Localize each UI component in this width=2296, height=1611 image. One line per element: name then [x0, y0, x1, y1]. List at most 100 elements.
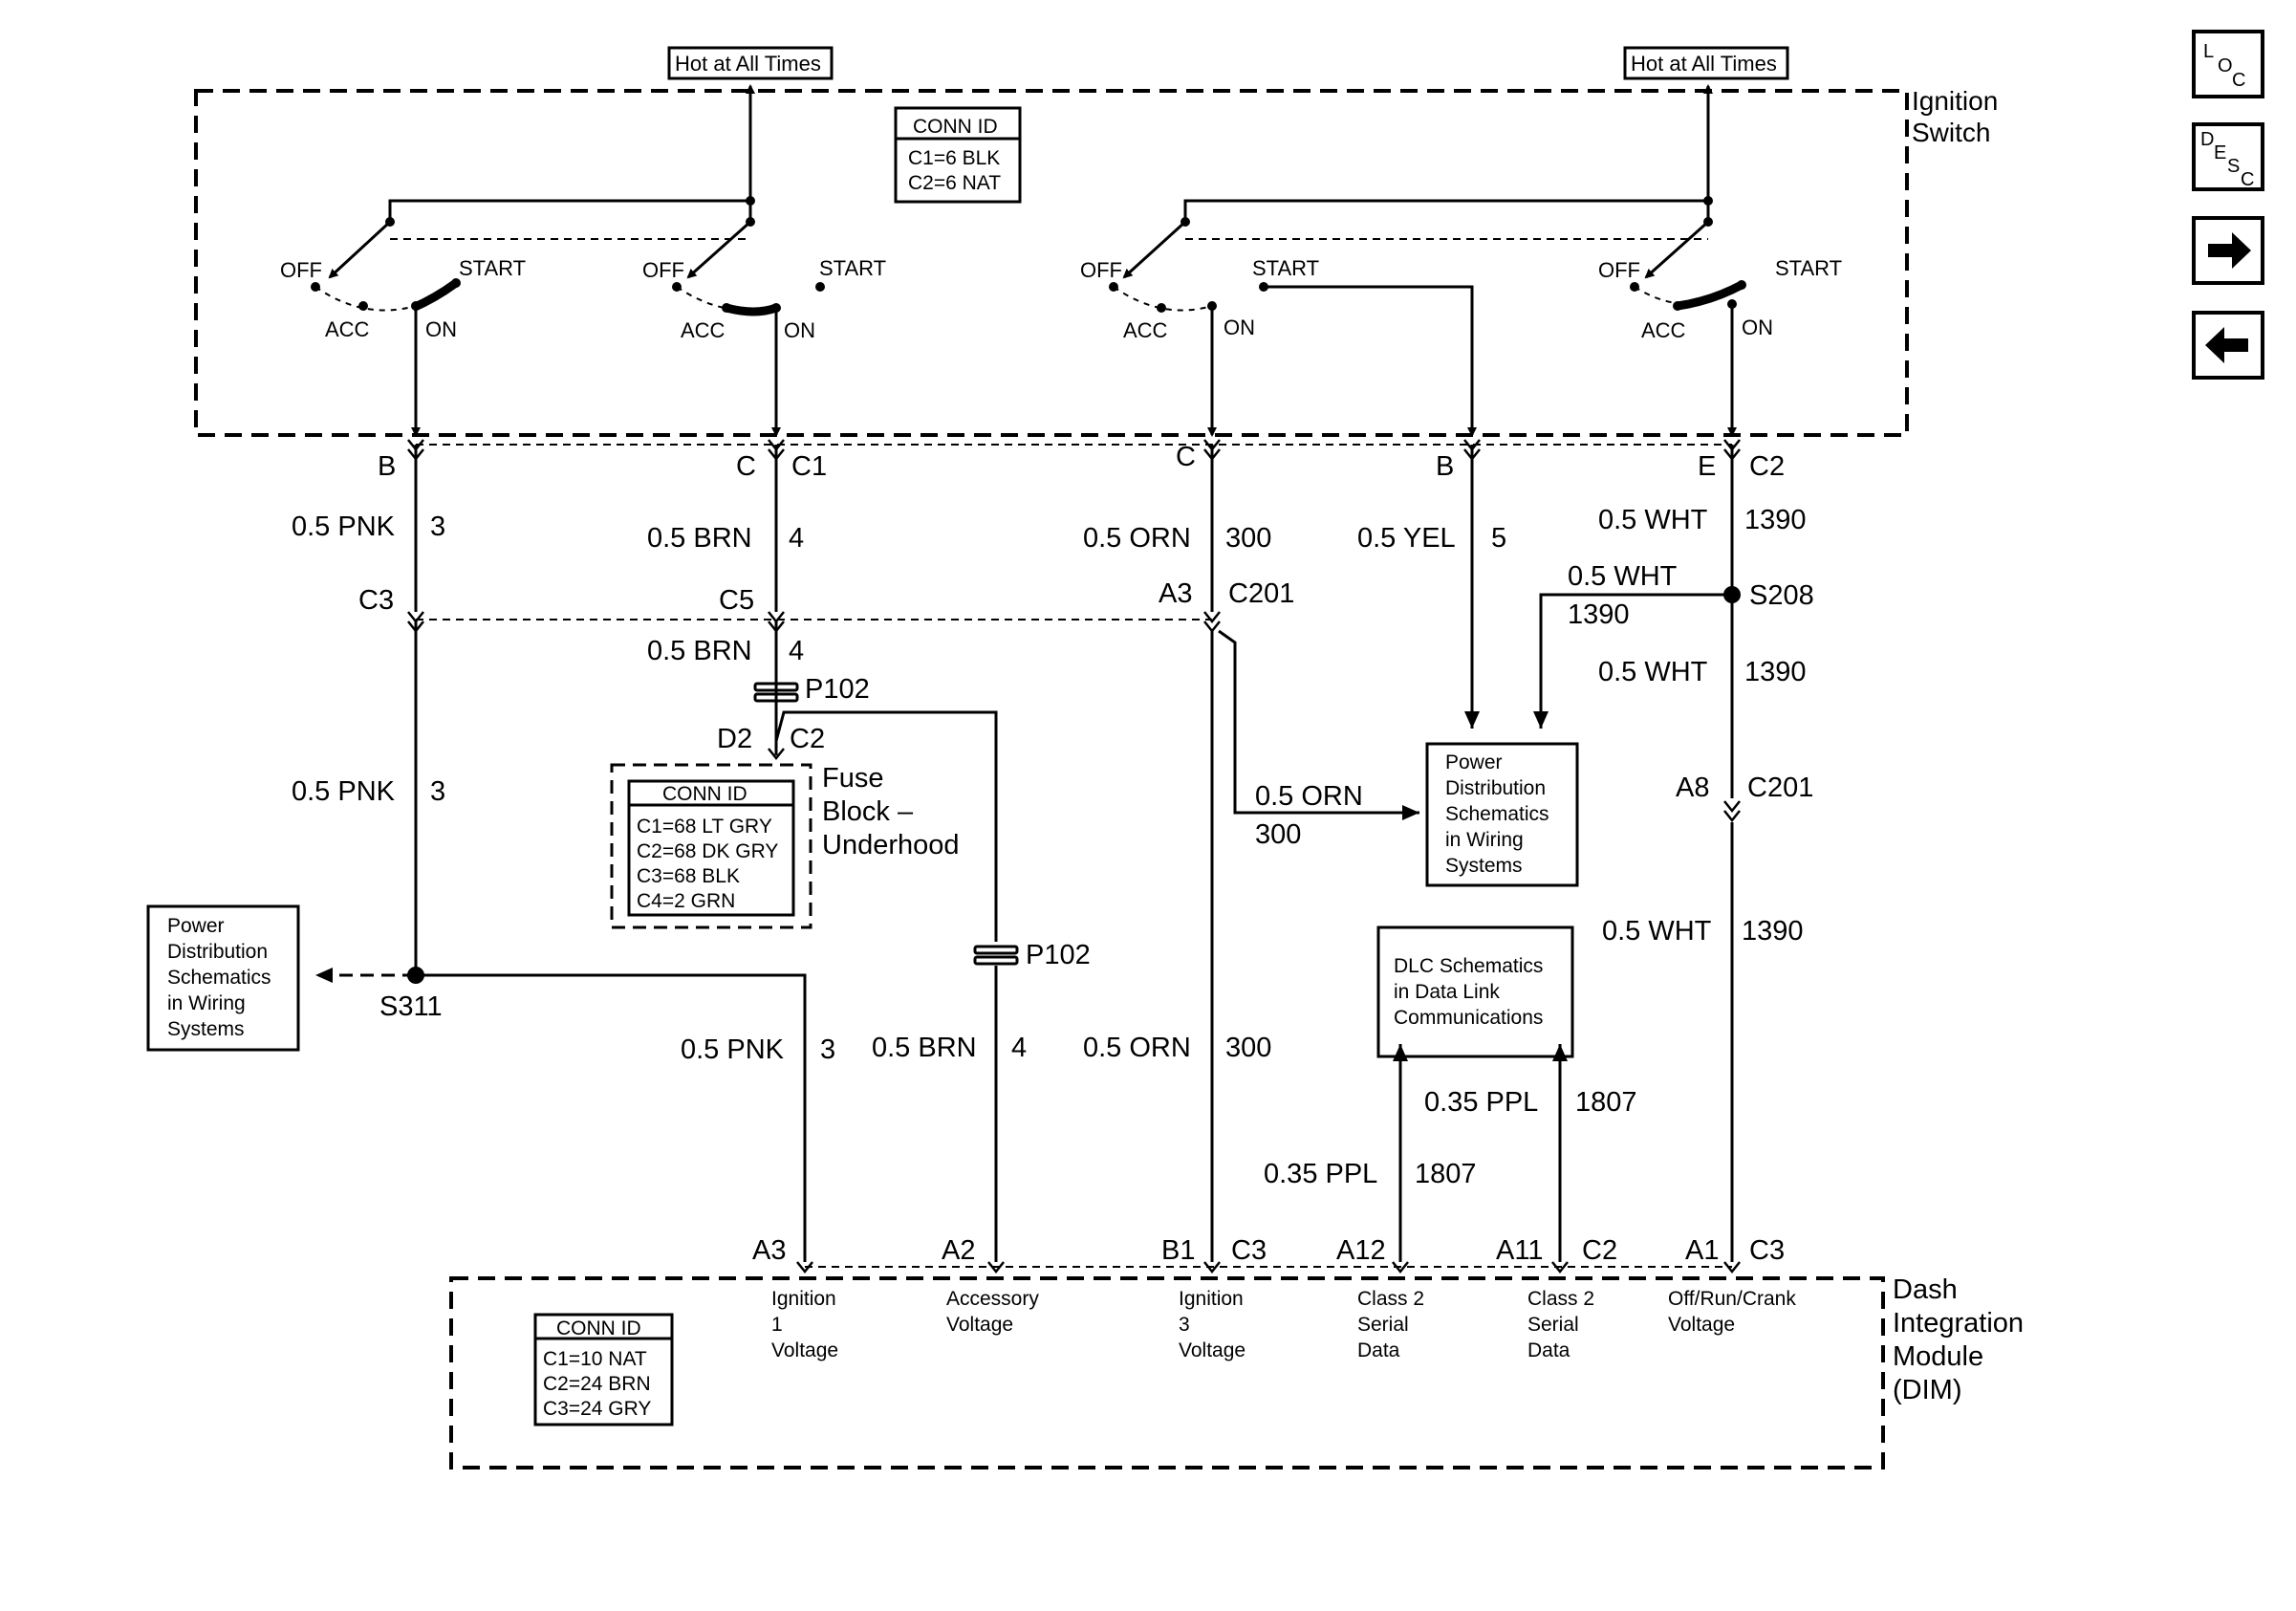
dim-pin: B1 [1161, 1235, 1195, 1266]
switch-conn-id-line: C1=6 BLK [908, 147, 1000, 169]
dim-terminal-label: Ignition [1179, 1288, 1244, 1310]
wire-number: 4 [1011, 1033, 1027, 1063]
connector-label: C201 [1228, 578, 1294, 609]
wire-number: 4 [789, 523, 804, 554]
pos-acc: ACC [325, 317, 370, 341]
ignition-switch-title-2: Switch [1912, 118, 1990, 147]
arrow-right-icon [2208, 232, 2251, 269]
wire-label: 0.5 BRN [647, 523, 752, 554]
desc-s: S [2227, 156, 2240, 177]
fuse-block-conn-id-line: C1=68 LT GRY [637, 816, 772, 838]
pin-label: C1 [791, 451, 827, 482]
pos-acc: ACC [1641, 318, 1686, 342]
dlc-line: DLC Schematics [1394, 955, 1543, 977]
dim-pin: A1 [1685, 1235, 1719, 1266]
pos-acc: ACC [1123, 318, 1168, 342]
fuse-block-conn-id-box [627, 779, 795, 917]
wire-label: 0.35 PPL [1424, 1087, 1538, 1118]
dim-conn-id-line: C3=24 GRY [543, 1398, 651, 1420]
wire-number: 300 [1255, 819, 1301, 850]
wire-number: 300 [1225, 523, 1271, 554]
wire-label: 0.5 BRN [647, 636, 752, 666]
dim-terminal-label: Serial [1357, 1314, 1409, 1336]
connector-label: A3 [1159, 578, 1192, 609]
connector-label: P102 [1026, 940, 1091, 970]
arrow-left-icon [2205, 327, 2248, 363]
dim-terminal-label: Accessory [946, 1288, 1039, 1310]
pos-on: ON [784, 318, 815, 342]
dim-terminal-label: Serial [1527, 1314, 1579, 1336]
ignition-switch-box [194, 89, 1909, 437]
pos-on: ON [425, 317, 457, 341]
switch-conn-id-box [894, 106, 1022, 204]
dim-pin: A12 [1336, 1235, 1386, 1266]
connector-label: C201 [1747, 773, 1813, 803]
switch-conn-id-line: C2=6 NAT [908, 172, 1001, 194]
wire-label: 0.5 BRN [872, 1033, 977, 1063]
wire-label: 0.5 PNK [292, 776, 396, 807]
dim-title: Integration [1893, 1308, 2024, 1339]
wire-label: 0.5 WHT [1598, 505, 1708, 535]
power-dist-left-line: Schematics [167, 967, 271, 989]
dim-title: Module [1893, 1341, 1983, 1372]
fuse-block-conn-id-line: C3=68 BLK [637, 865, 740, 887]
pos-start: START [459, 256, 526, 280]
pin-label: C [1176, 442, 1196, 472]
dim-pin: C3 [1749, 1235, 1785, 1266]
desc-e: E [2214, 142, 2226, 163]
wire-number: 1807 [1415, 1159, 1477, 1189]
wire-label: 0.5 ORN [1083, 1033, 1191, 1063]
dim-title: (DIM) [1893, 1375, 1961, 1405]
pin-label: B [1436, 451, 1454, 482]
loc-l: L [2203, 41, 2214, 62]
desc-button[interactable]: D E S C [2192, 122, 2264, 191]
dlc-line: Communications [1394, 1007, 1543, 1029]
wire-label: 0.5 PNK [681, 1034, 785, 1065]
dim-pin: A11 [1496, 1235, 1543, 1266]
wire-number: 1390 [1568, 599, 1630, 630]
hot-right-label: Hot at All Times [1631, 52, 1777, 76]
wire-label: 0.5 PNK [292, 512, 396, 542]
desc-d: D [2200, 129, 2214, 150]
dim-terminal-label: 1 [771, 1314, 783, 1336]
dim-terminal-label: Off/Run/Crank [1668, 1288, 1796, 1310]
loc-c: C [2232, 70, 2245, 91]
switch-conn-id-title: CONN ID [913, 116, 998, 138]
dim-terminal-label: Ignition [771, 1288, 836, 1310]
wire-number: 4 [789, 636, 804, 666]
pos-off: OFF [1080, 258, 1122, 282]
wire-number: 3 [820, 1034, 835, 1065]
pos-off: OFF [1598, 258, 1640, 282]
dim-terminal-label: Voltage [946, 1314, 1013, 1336]
prev-button[interactable] [2192, 311, 2264, 380]
wire-number: 300 [1225, 1033, 1271, 1063]
pos-start: START [819, 256, 886, 280]
next-button[interactable] [2192, 216, 2264, 285]
fuse-block-title: Underhood [822, 830, 960, 860]
dim-pin: C2 [1582, 1235, 1617, 1266]
dim-terminal-label: Voltage [1668, 1314, 1735, 1336]
loc-button[interactable]: L O C [2192, 30, 2264, 98]
power-dist-right-line: in Wiring [1445, 829, 1524, 851]
dim-pin: A2 [942, 1235, 975, 1266]
wire-label: 0.5 YEL [1357, 523, 1456, 554]
connector-label: C3 [358, 585, 394, 616]
fuse-block-title: Block – [822, 796, 914, 827]
dim-terminal-label: 3 [1179, 1314, 1190, 1336]
desc-c: C [2241, 169, 2254, 190]
pos-off: OFF [280, 258, 322, 282]
wire-label: 0.5 ORN [1083, 523, 1191, 554]
wire-label: 0.5 WHT [1598, 657, 1708, 687]
pin-label: C [736, 451, 756, 482]
dim-terminal-label: Data [1357, 1339, 1400, 1361]
dim-terminal-label: Voltage [1179, 1339, 1245, 1361]
dim-conn-id-line: C2=24 BRN [543, 1373, 651, 1395]
power-dist-left-line: Systems [167, 1018, 245, 1040]
pin-label: C2 [1749, 451, 1785, 482]
connector-label: C2 [790, 724, 825, 754]
pos-on: ON [1224, 316, 1255, 339]
fuse-block-title: Fuse [822, 763, 883, 794]
dim-terminal-label: Class 2 [1357, 1288, 1424, 1310]
wire-number: 1390 [1744, 657, 1807, 687]
